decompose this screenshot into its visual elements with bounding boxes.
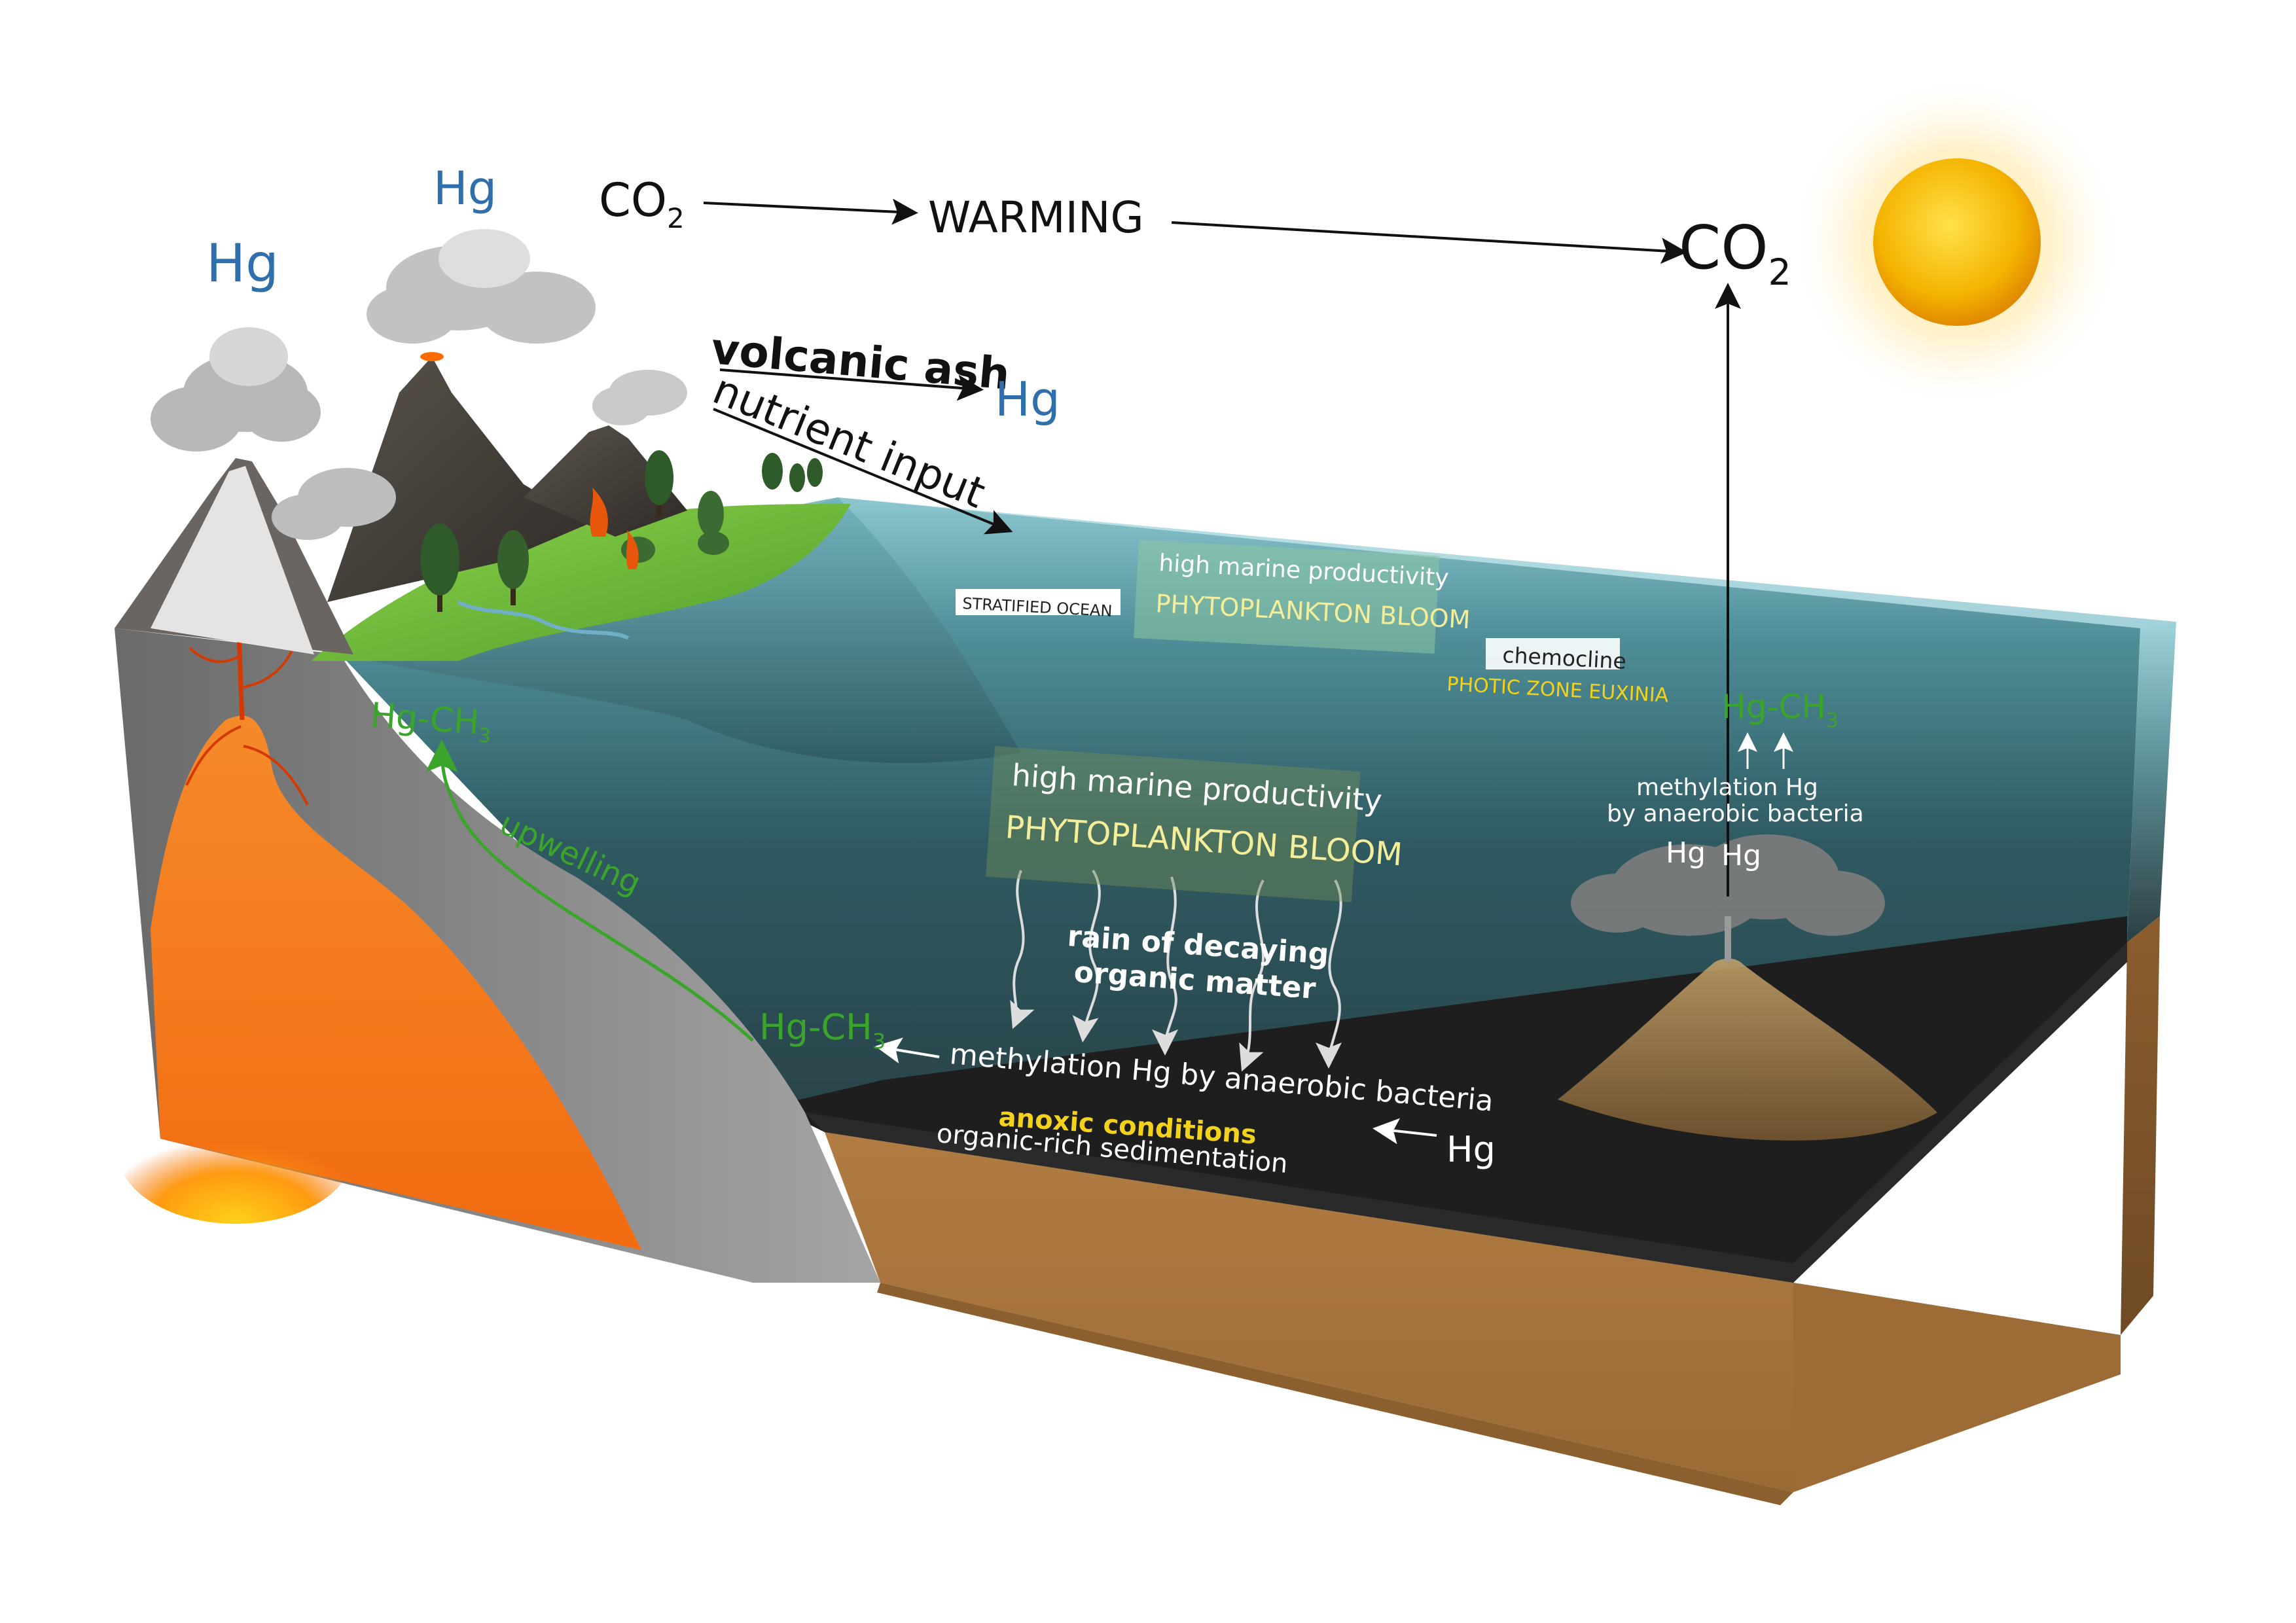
tree-icon xyxy=(762,453,783,490)
arrow-icon xyxy=(1316,880,1342,1069)
right-side-sediment xyxy=(2121,916,2160,1335)
hg-label: Hg xyxy=(433,162,497,215)
river xyxy=(457,600,630,640)
hgch3-label: Hg-CH3 xyxy=(369,696,493,748)
hg-label: Hg xyxy=(1666,836,1706,870)
methylation-label: by anaerobic bacteria xyxy=(1607,800,1864,827)
process-arrows xyxy=(425,198,1793,1145)
magma-dike xyxy=(185,725,242,786)
methylation-label: methylation Hg xyxy=(1636,774,1818,801)
fire-icon xyxy=(626,530,639,569)
hg-label: Hg xyxy=(1446,1129,1496,1170)
seamount-icon xyxy=(1558,916,1937,1141)
cloud-icon xyxy=(272,468,396,540)
magma-core xyxy=(118,1080,353,1224)
fire-icon xyxy=(590,488,608,537)
tree-icon xyxy=(645,450,673,517)
arrow-icon xyxy=(703,198,918,225)
volcano-icon xyxy=(524,425,687,537)
arrow-icon xyxy=(1010,870,1035,1029)
tree-icon xyxy=(497,530,529,605)
arrow-icon xyxy=(1152,876,1179,1056)
magma-dike xyxy=(188,647,243,663)
chemocline-tag xyxy=(1486,638,1620,669)
arrow-icon xyxy=(1239,880,1265,1072)
co2-label: CO2 xyxy=(599,173,685,234)
co2-label: CO2 xyxy=(1679,213,1791,293)
hg-label: Hg xyxy=(206,233,279,294)
dark-edge-side xyxy=(1793,942,2127,1283)
arrow-icon xyxy=(1072,869,1101,1043)
arrow-icon xyxy=(719,368,984,401)
cloud-icon xyxy=(151,327,321,452)
hg-label: Hg xyxy=(1721,839,1761,872)
arrow-icon xyxy=(713,408,1013,535)
hgch3-label: Hg-CH3 xyxy=(759,1007,886,1054)
magma-dike xyxy=(243,745,309,806)
tree-icon xyxy=(420,524,459,612)
warming-label: WARMING xyxy=(928,192,1144,243)
tree-icon xyxy=(789,463,805,492)
stratified-ocean-tag xyxy=(956,589,1121,615)
tree-icon xyxy=(698,531,729,555)
tree-icon xyxy=(807,458,823,487)
arrow-icon xyxy=(425,740,754,1042)
arrow-icon xyxy=(1171,221,1687,264)
volcano-crater-glow xyxy=(420,352,444,361)
sun-icon xyxy=(1787,72,2127,412)
dark-edge-front xyxy=(805,1113,1793,1283)
hg-label: Hg xyxy=(995,372,1060,427)
front-sediment-lower xyxy=(877,1283,1793,1505)
arrow-icon xyxy=(1372,1118,1437,1145)
deep-bloom-box xyxy=(986,746,1361,902)
right-side-water xyxy=(2127,622,2176,942)
volcano-snow-face xyxy=(151,466,314,654)
hgch3-label: Hg-CH3 xyxy=(1721,688,1839,732)
surface-bloom-box xyxy=(1134,540,1440,654)
sediment-edge xyxy=(1793,1283,2121,1492)
cloud-icon xyxy=(592,370,687,425)
continental-slope xyxy=(340,497,1021,763)
forest xyxy=(420,450,823,612)
cloud-icon xyxy=(367,229,596,344)
arrow-icon xyxy=(875,1037,940,1063)
